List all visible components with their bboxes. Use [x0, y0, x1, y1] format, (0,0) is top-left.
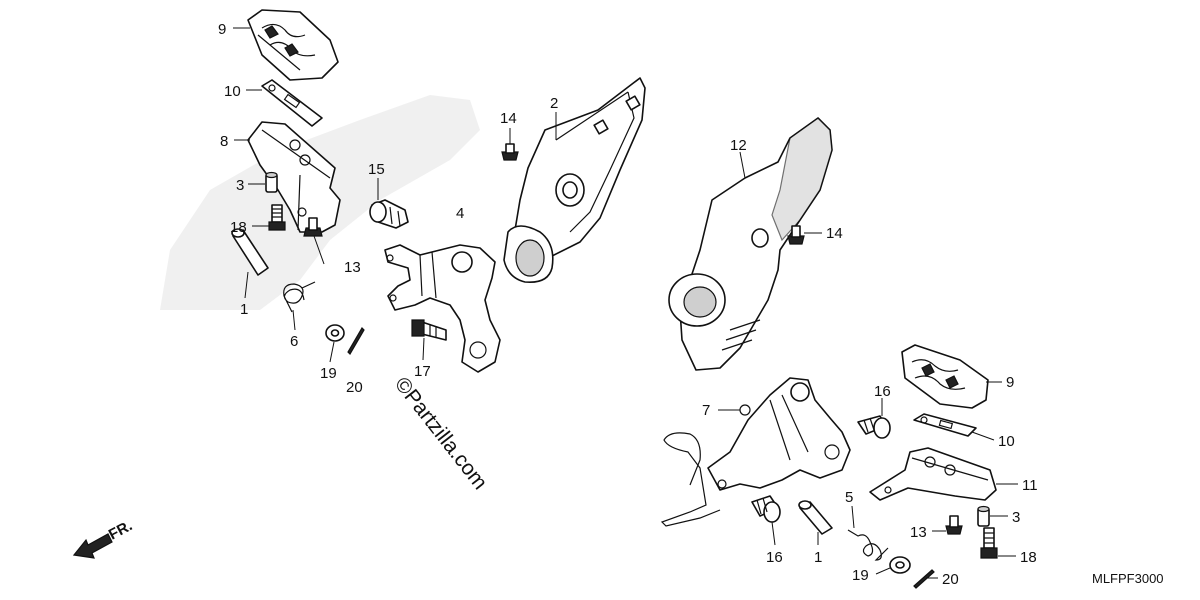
- bracket-4[interactable]: [384, 244, 501, 373]
- pin-20-left[interactable]: [347, 327, 365, 355]
- washer-19-left[interactable]: [325, 324, 345, 342]
- callout-20-left: 20: [346, 379, 363, 396]
- wire-hook: [660, 432, 721, 527]
- callout-4: 4: [456, 205, 464, 222]
- leader-lines: [233, 27, 1018, 579]
- diagram-code: MLFPF3000: [1092, 571, 1164, 586]
- spring-5[interactable]: [847, 529, 889, 561]
- callout-17: 17: [414, 363, 431, 380]
- pin-3-right[interactable]: [977, 505, 990, 527]
- bolt-17[interactable]: [411, 319, 447, 341]
- callout-5: 5: [845, 489, 853, 506]
- bolt-16-upper[interactable]: [857, 415, 891, 439]
- callout-16-upper: 16: [874, 383, 891, 400]
- pin-1-right[interactable]: [798, 500, 833, 535]
- footpeg-rubber-right[interactable]: [901, 344, 989, 409]
- callout-9-left: 9: [218, 21, 226, 38]
- bolt-14-right[interactable]: [787, 225, 805, 245]
- callout-9-right: 9: [1006, 374, 1014, 391]
- callout-18-right: 18: [1020, 549, 1037, 566]
- pin-20-right[interactable]: [913, 569, 935, 589]
- callout-3-left: 3: [236, 177, 244, 194]
- callout-14-right: 14: [826, 225, 843, 242]
- footpeg-right-11[interactable]: [869, 447, 997, 501]
- heel-guard-12[interactable]: [668, 117, 833, 371]
- footpeg-rubber-left[interactable]: [247, 9, 339, 81]
- pin-1-left[interactable]: [231, 228, 269, 276]
- callout-19-right: 19: [852, 567, 869, 584]
- callout-20-right: 20: [942, 571, 959, 588]
- callout-14-upper: 14: [500, 110, 517, 127]
- bracket-7[interactable]: [707, 377, 851, 491]
- callout-1-left: 1: [240, 301, 248, 318]
- callout-13-right: 13: [910, 524, 927, 541]
- callout-7: 7: [702, 402, 710, 419]
- callout-11: 11: [1022, 477, 1038, 494]
- bolt-15[interactable]: [369, 199, 409, 229]
- footpeg-left[interactable]: [247, 121, 341, 233]
- plate-left[interactable]: [261, 79, 323, 127]
- bolt-13-right[interactable]: [945, 515, 963, 535]
- callout-6: 6: [290, 333, 298, 350]
- callout-10-left: 10: [224, 83, 241, 100]
- plate-right[interactable]: [913, 413, 977, 437]
- bolt-13-left[interactable]: [303, 217, 323, 237]
- callout-10-right: 10: [998, 433, 1015, 450]
- pin-3-left[interactable]: [265, 171, 278, 193]
- bolt-14-upper[interactable]: [501, 143, 519, 161]
- callout-1-right: 1: [814, 549, 822, 566]
- spring-6[interactable]: [283, 281, 316, 313]
- callout-16-lower: 16: [766, 549, 783, 566]
- watermark: ©Partzilla.com: [390, 373, 492, 494]
- heel-guard-2[interactable]: [503, 77, 646, 284]
- callout-3-right: 3: [1012, 509, 1020, 526]
- callout-labels: 9 10 8 3 18 15 4 13 1 6 19 20 17 14 2 12…: [218, 21, 1038, 588]
- bolt-18-left[interactable]: [268, 204, 286, 231]
- callout-13-left: 13: [344, 259, 361, 276]
- bolt-16-lower[interactable]: [751, 495, 781, 523]
- callout-2: 2: [550, 95, 558, 112]
- callout-19-left: 19: [320, 365, 337, 382]
- front-direction-arrow: FR.: [72, 517, 135, 559]
- bolt-18-right[interactable]: [980, 527, 998, 559]
- washer-19-right[interactable]: [889, 556, 911, 574]
- callout-8: 8: [220, 133, 228, 150]
- callout-18-left: 18: [230, 219, 247, 236]
- callout-12: 12: [730, 137, 747, 154]
- callout-15: 15: [368, 161, 385, 178]
